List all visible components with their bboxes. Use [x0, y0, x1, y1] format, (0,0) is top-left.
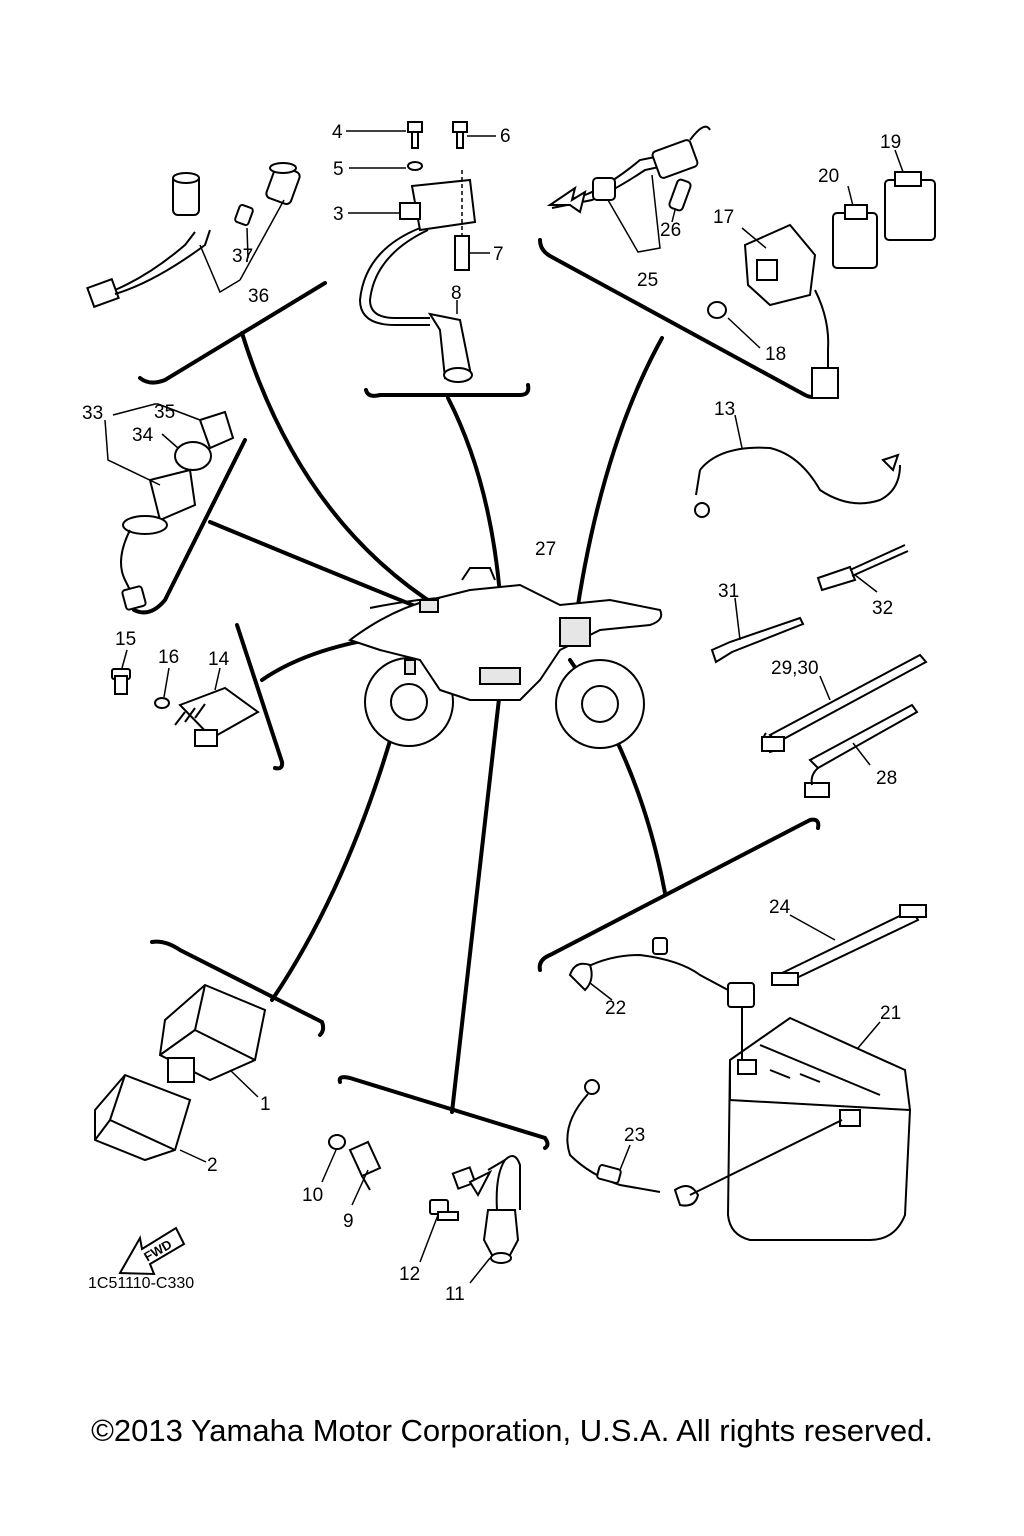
callout-17: 17 — [713, 207, 734, 228]
callout-31: 31 — [718, 581, 739, 602]
callout-7: 7 — [493, 244, 504, 265]
callout-11: 11 — [445, 1284, 465, 1305]
part-group-battery — [566, 904, 927, 1241]
callout-15: 15 — [115, 629, 136, 650]
callout-25: 25 — [637, 270, 658, 291]
part-group-harness-bands — [694, 414, 928, 798]
callout-33: 33 — [82, 403, 103, 424]
callout-29-30: 29,30 — [771, 658, 819, 679]
callout-5: 5 — [333, 159, 344, 180]
callout-14: 14 — [208, 649, 230, 670]
callout-19: 19 — [880, 132, 901, 153]
part-group-36-37 — [86, 162, 301, 309]
callout-2: 2 — [207, 1155, 218, 1176]
callout-27: 27 — [535, 539, 556, 560]
callout-23: 23 — [624, 1125, 645, 1146]
callout-35: 35 — [154, 402, 175, 423]
callout-32: 32 — [872, 598, 893, 619]
drawing-code: 1C51110-C330 — [88, 1275, 194, 1292]
callout-6: 6 — [500, 126, 511, 147]
callout-9: 9 — [343, 1211, 354, 1232]
callout-24: 24 — [769, 897, 791, 918]
callout-20: 20 — [818, 166, 839, 187]
callout-37: 37 — [232, 246, 253, 267]
callout-18: 18 — [765, 344, 786, 365]
callout-26: 26 — [660, 220, 681, 241]
part-group-main-switch — [104, 403, 235, 611]
part-group-cdi-unit — [94, 983, 267, 1276]
callout-28: 28 — [876, 768, 897, 789]
callout-8: 8 — [451, 283, 462, 304]
callout-4: 4 — [332, 122, 343, 143]
callout-21: 21 — [880, 1003, 901, 1024]
part-group-neutral-switch — [321, 1134, 521, 1284]
callout-3: 3 — [333, 204, 344, 225]
copyright-notice: ©2013 Yamaha Motor Corporation, U.S.A. A… — [91, 1413, 933, 1448]
callout-13: 13 — [714, 399, 735, 420]
callout-1: 1 — [260, 1094, 271, 1115]
group-brackets — [132, 238, 821, 1150]
callout-16: 16 — [158, 647, 179, 668]
part-group-relays — [546, 125, 936, 399]
callout-labels: 1 2 3 4 5 6 7 8 9 10 11 12 13 14 15 16 1… — [82, 122, 901, 1305]
part-group-rectifier — [111, 649, 260, 747]
atv-vehicle — [347, 567, 663, 749]
callout-36: 36 — [248, 286, 269, 307]
callout-22: 22 — [605, 998, 626, 1019]
callout-34: 34 — [132, 425, 154, 446]
part-group-ignition-coil — [346, 121, 496, 383]
fwd-arrow-icon — [118, 1226, 186, 1276]
callout-12: 12 — [399, 1264, 420, 1285]
callout-10: 10 — [302, 1185, 323, 1206]
